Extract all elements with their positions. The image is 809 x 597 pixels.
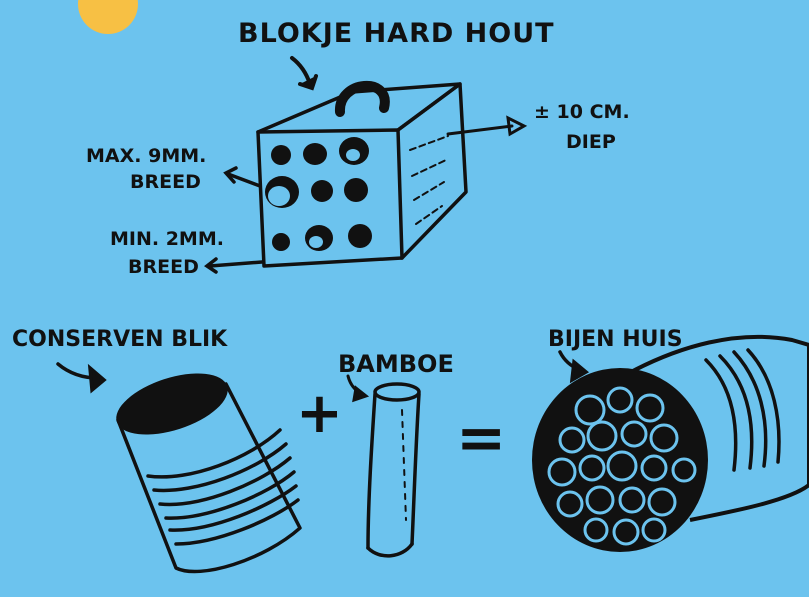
plus-sign: +: [296, 381, 343, 446]
min-width-label-2: BREED: [128, 256, 199, 278]
blokje-title: BLOKJE HARD HOUT: [238, 18, 555, 49]
depth-label: ± 10 CM.: [534, 101, 630, 123]
arrow-icon: [58, 364, 104, 390]
arrow-icon: [292, 58, 316, 88]
max-width-label-2: BREED: [130, 171, 201, 193]
min-width-label: MIN. 2MM.: [110, 228, 224, 250]
arrow-icon: [226, 168, 260, 186]
bee-house-label: BIJEN HUIS: [548, 327, 683, 352]
arrow-icon: [448, 118, 524, 134]
hole: [344, 178, 368, 202]
can-label: CONSERVEN BLIK: [12, 327, 228, 352]
hole: [271, 145, 291, 165]
equals-sign: =: [456, 403, 506, 473]
max-width-label: MAX. 9MM.: [86, 145, 206, 167]
bamboo-label: BAMBOE: [338, 350, 454, 378]
arrow-icon: [560, 352, 586, 380]
hole: [272, 233, 290, 251]
sun-icon: [78, 0, 138, 34]
arrow-icon: [348, 376, 366, 400]
depth-label-2: DIEP: [566, 131, 616, 153]
hole: [311, 180, 333, 202]
can-opening: [109, 361, 235, 446]
bamboo-stick-icon: [368, 384, 419, 556]
hole: [348, 224, 372, 248]
hole: [303, 143, 327, 165]
hanging-hook-icon: [340, 86, 385, 112]
arrow-icon: [207, 259, 262, 272]
